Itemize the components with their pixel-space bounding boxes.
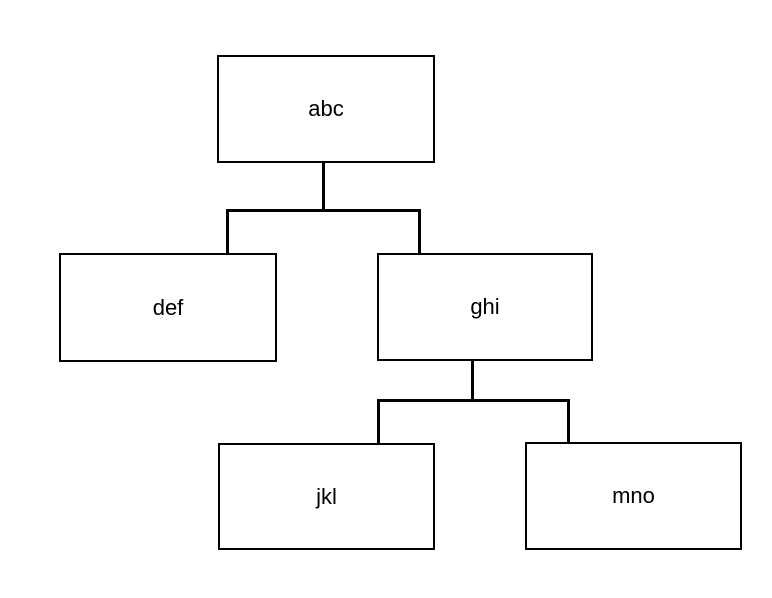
node-def[interactable]: def: [59, 253, 277, 362]
connector-mno-drop: [567, 399, 570, 444]
node-ghi-label: ghi: [470, 294, 500, 319]
connector-ghi-drop: [418, 209, 421, 255]
node-mno-label: mno: [612, 483, 655, 508]
node-ghi[interactable]: ghi: [377, 253, 593, 361]
connector-def-drop: [226, 209, 229, 255]
connector-abc-children-bar: [226, 209, 421, 212]
node-jkl-label: jkl: [316, 483, 337, 509]
connector-ghi-stem: [471, 359, 474, 402]
connector-abc-stem: [322, 163, 325, 212]
node-def-label: def: [152, 294, 184, 320]
node-abc[interactable]: abc: [217, 55, 435, 163]
node-abc-label: abc: [308, 96, 344, 121]
connector-jkl-drop: [377, 399, 380, 445]
node-jkl[interactable]: jkl: [218, 443, 435, 550]
node-mno[interactable]: mno: [525, 442, 742, 550]
connector-ghi-children-bar: [377, 399, 570, 402]
